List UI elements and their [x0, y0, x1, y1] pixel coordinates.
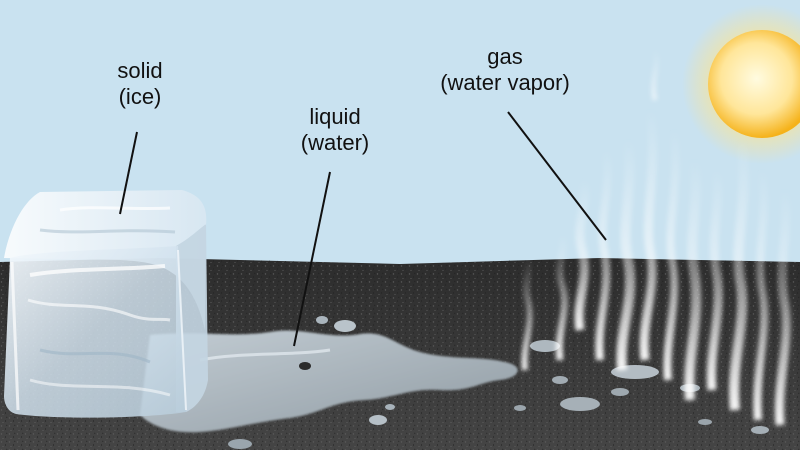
label-gas-detail: (water vapor) [440, 70, 570, 95]
ice-cube-icon [4, 190, 208, 418]
label-liquid-detail: (water) [300, 130, 370, 155]
label-liquid: liquid (water) [270, 104, 400, 156]
water-puddle-icon [140, 316, 769, 449]
sun-icon [682, 4, 800, 164]
label-solid: solid (ice) [80, 58, 200, 110]
solid-leader-line [119, 131, 138, 215]
label-gas-term: gas [487, 44, 523, 69]
gas-leader-line [507, 111, 607, 241]
label-solid-term: solid [117, 58, 163, 83]
liquid-leader-line [293, 171, 331, 347]
label-liquid-term: liquid [309, 104, 361, 129]
steam-wisps-icon [521, 49, 791, 426]
label-gas: gas (water vapor) [410, 44, 600, 96]
label-solid-detail: (ice) [118, 84, 162, 109]
